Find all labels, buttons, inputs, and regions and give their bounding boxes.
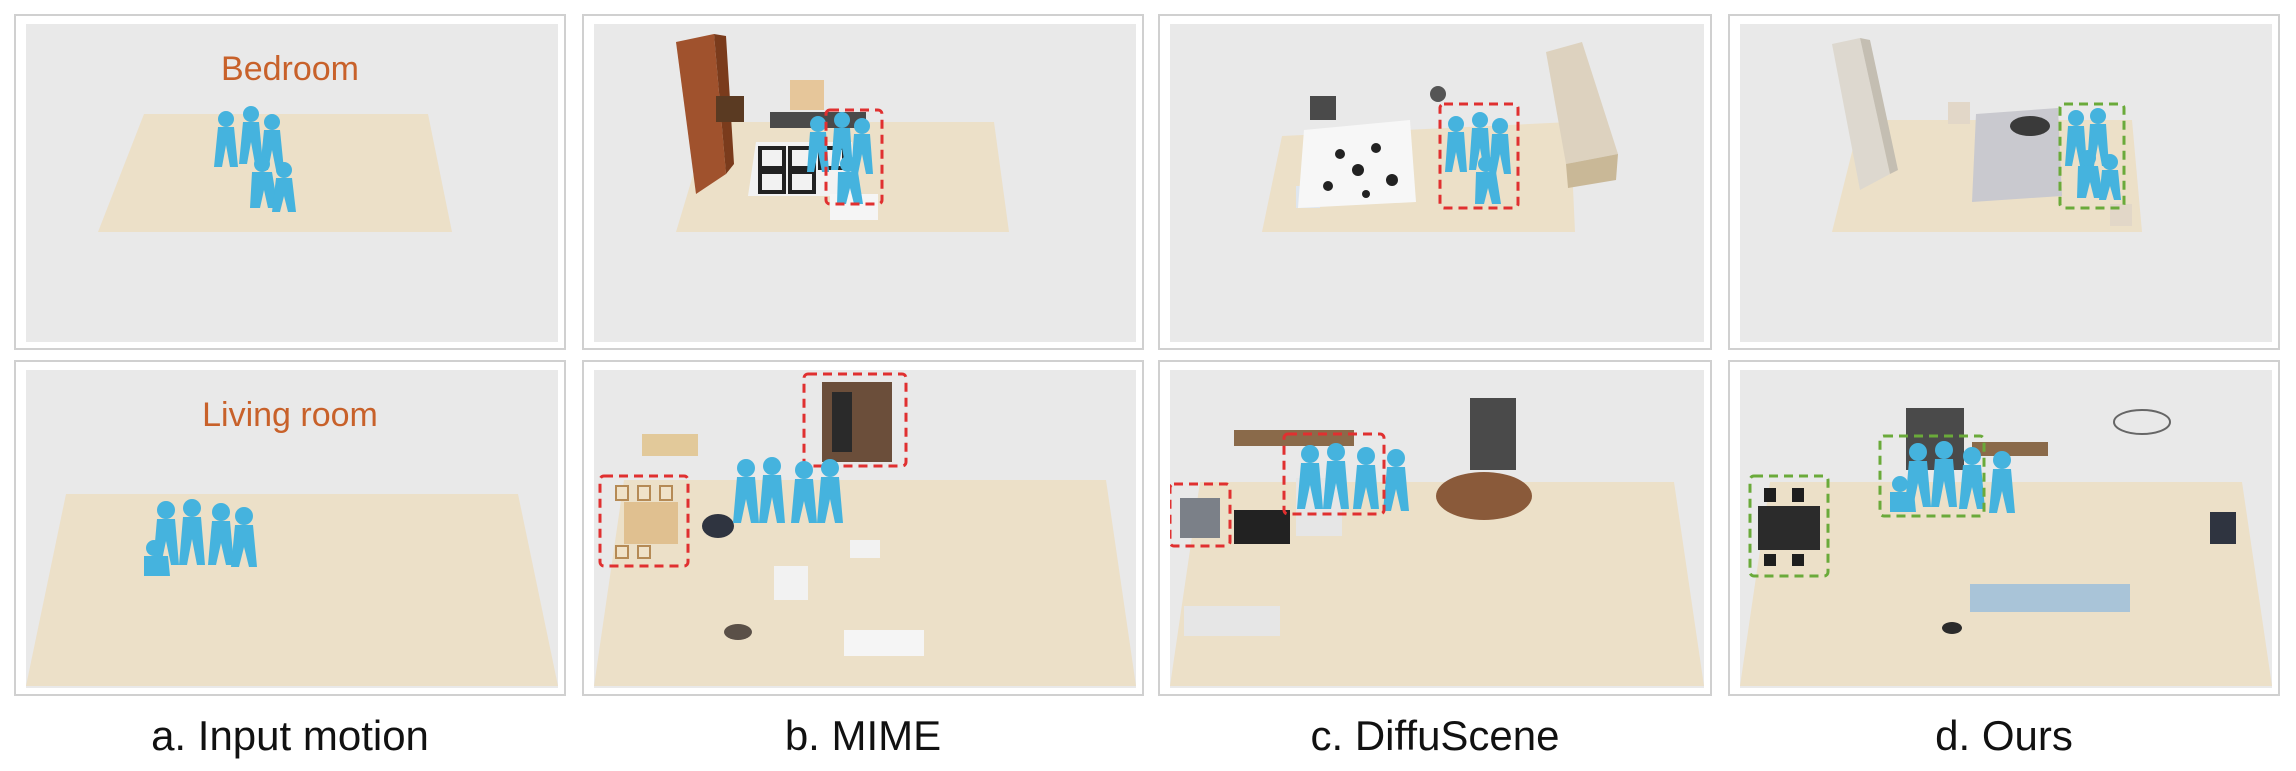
- caption-diffuscene: c. DiffuScene: [1310, 712, 1560, 759]
- scene-label-living-room: Living room: [202, 396, 378, 434]
- human-motion-figures: [2065, 108, 2121, 200]
- panel-living-ours: [1728, 360, 2280, 696]
- bed-patterned: [1298, 120, 1416, 208]
- human-motion-figures: [144, 499, 257, 576]
- bookshelf: [1546, 42, 1618, 164]
- nightstand: [1310, 96, 1336, 120]
- scene-living-mime: [594, 370, 1136, 688]
- highlight-box-error: [1438, 102, 1520, 210]
- chandelier: [790, 80, 824, 110]
- human-motion-figures: [1890, 441, 2015, 513]
- highlight-box-error: [1282, 432, 1386, 516]
- panel-bedroom-input-motion: Bedroom: [14, 14, 566, 350]
- dining-table: [1758, 506, 1820, 550]
- scene-living-ours: [1740, 370, 2272, 688]
- highlight-box-error: [824, 108, 884, 206]
- panel-living-input-motion: Living room: [14, 360, 566, 696]
- sofa: [844, 630, 924, 656]
- armchair: [702, 514, 734, 538]
- pendant-lamp: [2010, 116, 2050, 136]
- panel-living-mime: [582, 360, 1144, 696]
- scene-bedroom-diffuscene: [1170, 24, 1704, 342]
- bookshelf: [1832, 38, 1890, 190]
- highlight-box-error: [598, 474, 690, 568]
- panel-bedroom-mime: [582, 14, 1144, 350]
- caption-input-motion: a. Input motion: [151, 712, 429, 759]
- lamp: [1430, 86, 1446, 102]
- tv-console: [1972, 442, 2048, 456]
- sideboard: [642, 434, 698, 456]
- human-motion-figures: [807, 112, 873, 204]
- panel-living-diffuscene: [1158, 360, 1712, 696]
- highlight-box-correct: [1878, 434, 1986, 518]
- human-motion-figures: [214, 106, 296, 212]
- floor-rug: [26, 494, 558, 686]
- scene-living-input: [26, 370, 558, 688]
- human-motion-figures: [1297, 443, 1409, 511]
- nightstand: [716, 96, 744, 122]
- wardrobe: [676, 34, 726, 194]
- highlight-box-correct: [1748, 474, 1830, 578]
- side-table: [724, 624, 752, 640]
- caption-ours: d. Ours: [1935, 712, 2073, 759]
- scene-bedroom-mime: [594, 24, 1136, 342]
- highlight-box-correct: [2058, 102, 2126, 210]
- blue-sofa: [1970, 584, 2130, 612]
- cabinet: [1470, 398, 1516, 470]
- scene-bedroom-input: [26, 24, 558, 342]
- dining-table: [624, 502, 678, 544]
- black-ottoman: [1234, 510, 1290, 544]
- armchair: [2210, 512, 2236, 544]
- side-table: [1942, 622, 1962, 634]
- panel-bedroom-ours: [1728, 14, 2280, 350]
- panel-bedroom-diffuscene: [1158, 14, 1712, 350]
- scene-living-diffuscene: [1170, 370, 1704, 688]
- floor-rug: [98, 114, 452, 232]
- scene-label-bedroom: Bedroom: [221, 50, 359, 88]
- caption-mime: b. MIME: [784, 712, 942, 759]
- armchair: [1180, 498, 1220, 538]
- chandelier: [2113, 409, 2171, 435]
- human-motion-figures: [1445, 112, 1511, 204]
- scene-bedroom-ours: [1740, 24, 2272, 342]
- chair: [774, 566, 808, 600]
- sofa: [1184, 606, 1280, 636]
- coffee-table: [850, 540, 880, 558]
- highlight-box-error: [802, 372, 908, 468]
- nightstand: [1948, 102, 1970, 124]
- round-table: [1436, 472, 1532, 520]
- human-motion-figures: [733, 457, 843, 523]
